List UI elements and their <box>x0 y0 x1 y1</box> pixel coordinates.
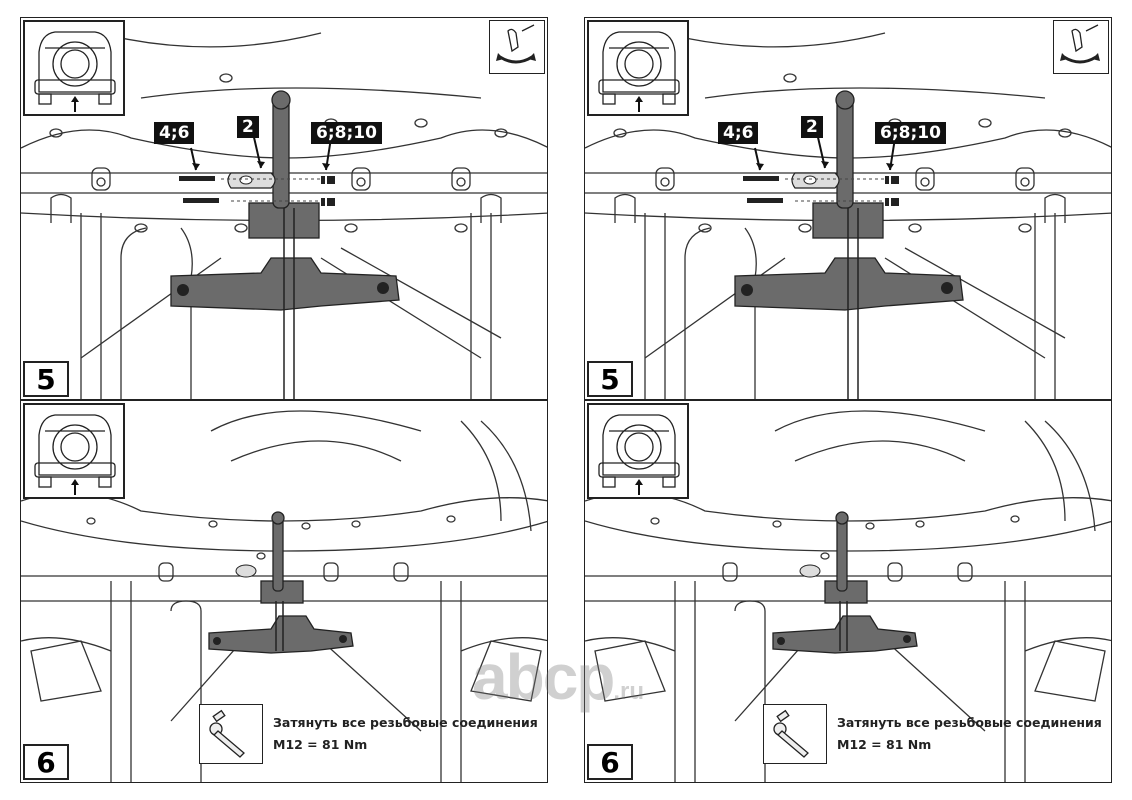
hand-tighten-icon <box>489 20 545 74</box>
part-label-bracket: 2 <box>237 116 259 138</box>
step-number: 5 <box>23 361 69 397</box>
vehicle-rear-view-icon <box>23 403 125 499</box>
torque-value: M12 = 81 Nm <box>273 737 368 752</box>
part-label-bolts: 4;6 <box>154 122 195 144</box>
watermark: abcp.ru <box>472 641 645 713</box>
torque-instruction: Затянуть все резьбовые соединения <box>837 715 1102 730</box>
torque-wrench-icon <box>199 704 263 764</box>
step-number: 6 <box>23 744 69 780</box>
vehicle-rear-view-icon <box>587 20 689 116</box>
step-5-panel-left: 4;6 2 6;8;10 5 <box>20 17 548 400</box>
part-label-nuts: 6;8;10 <box>875 122 946 144</box>
part-label-nuts: 6;8;10 <box>311 122 382 144</box>
torque-instruction: Затянуть все резьбовые соединения <box>273 715 538 730</box>
hand-tighten-icon <box>1053 20 1109 74</box>
step-5-panel-right: 4;6 2 6;8;10 5 <box>584 17 1112 400</box>
torque-wrench-icon <box>763 704 827 764</box>
step-number: 5 <box>587 361 633 397</box>
vehicle-rear-view-icon <box>587 403 689 499</box>
installed-tow-bar-drawing <box>21 410 547 782</box>
step-number: 6 <box>587 744 633 780</box>
part-label-bracket: 2 <box>801 116 823 138</box>
vehicle-rear-view-icon <box>23 20 125 116</box>
tow-bar-assembly-drawing <box>585 32 1111 399</box>
torque-value: M12 = 81 Nm <box>837 737 932 752</box>
tow-bar-assembly-drawing <box>21 32 547 399</box>
part-label-bolts: 4;6 <box>718 122 759 144</box>
